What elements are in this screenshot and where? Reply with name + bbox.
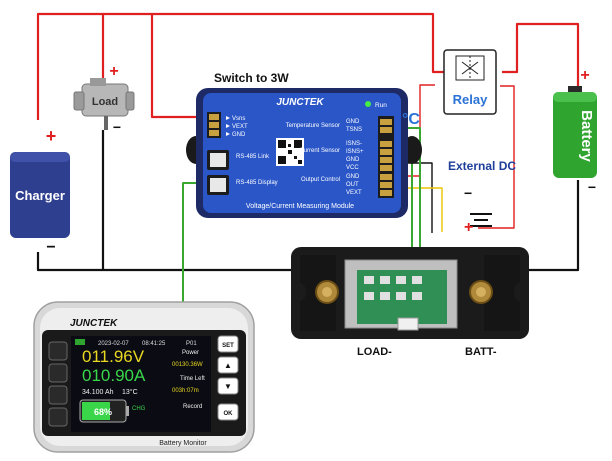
battery: Battery + − <box>553 67 597 195</box>
charger-minus: − <box>46 239 55 256</box>
pin-out: OUT <box>346 182 359 188</box>
monitor-footer: Battery Monitor <box>159 440 207 447</box>
red-wire-vsns <box>150 14 212 119</box>
ok-button-label: OK <box>224 411 234 417</box>
down-button[interactable]: ▼ <box>217 377 239 395</box>
monitor-page: P01 <box>186 341 197 347</box>
monitor-current: 010.90A <box>82 366 146 385</box>
battery-label: Battery <box>578 110 595 162</box>
up-button[interactable]: ▲ <box>217 356 239 374</box>
side-button-3[interactable] <box>48 385 68 405</box>
qr-code <box>276 138 304 166</box>
down-button-label: ▼ <box>224 382 232 391</box>
rs485-link-label: RS-485 Link <box>236 154 270 160</box>
battery-plus: + <box>580 67 589 84</box>
monitor-temp: 13°C <box>122 388 138 396</box>
relay-label: Relay <box>453 92 488 107</box>
celsius-label: °C <box>402 111 420 128</box>
set-button[interactable]: SET <box>217 335 239 353</box>
pin-vcc: VCC <box>346 165 359 171</box>
yellow-wire <box>395 187 443 232</box>
measuring-module: JUNCTEK Run Vsns VEXT GND RS-485 Link RS… <box>186 88 422 218</box>
battery-monitor: JUNCTEK 2023-02-07 08:41:25 P01 011.96V … <box>33 301 255 453</box>
module-title: Voltage/Current Measuring Module <box>246 203 354 210</box>
charger: Charger + − <box>10 126 70 256</box>
time-left-label: Time Left <box>180 376 205 382</box>
red-wire-extdc <box>478 85 515 229</box>
switch-to-label: Switch to 3W <box>214 71 289 85</box>
batt-minus-label: BATT- <box>465 346 497 358</box>
up-button-label: ▲ <box>224 361 232 370</box>
pin-vsns: Vsns <box>232 116 245 122</box>
monitor-voltage: 011.96V <box>82 347 145 366</box>
pin-vext: VEXT <box>232 124 248 130</box>
side-button-2[interactable] <box>48 363 68 383</box>
pin-isns-plus: ISNS+ <box>346 149 364 155</box>
charger-body <box>10 152 70 238</box>
pin-out-vext: VEXT <box>346 190 362 196</box>
monitor-chg: CHG <box>132 406 146 412</box>
shunt <box>291 247 529 339</box>
black-wire-charger <box>36 252 318 272</box>
load-minus-label: LOAD- <box>357 346 392 358</box>
red-wire-top <box>36 12 458 120</box>
red-wire-battery <box>502 22 580 88</box>
side-button-4[interactable] <box>48 407 68 427</box>
charger-label: Charger <box>15 188 65 203</box>
monitor-ah: 34.100 Ah <box>82 389 114 396</box>
run-label: Run <box>375 102 387 109</box>
battery-minus: − <box>588 179 596 195</box>
temp-sensor-label: Temperature Sensor <box>286 123 340 129</box>
load-plus: + <box>109 63 118 80</box>
external-dc-minus: − <box>464 185 472 201</box>
pin-out-gnd: GND <box>346 174 360 180</box>
run-led <box>365 101 371 107</box>
pin-gnd: GND <box>232 132 246 138</box>
load-label: Load <box>92 96 118 108</box>
charger-plus: + <box>46 126 57 146</box>
power-value: 00130.36W <box>172 362 203 368</box>
set-button-label: SET <box>222 343 234 349</box>
ok-button[interactable]: OK <box>217 403 239 421</box>
power-label: Power <box>182 350 199 356</box>
pin-current-gnd: GND <box>346 157 360 163</box>
pin-temp-gnd: GND <box>346 119 360 125</box>
monitor-date: 2023-02-07 <box>98 341 129 347</box>
pin-tsns: TSNS <box>346 127 362 133</box>
external-dc: External DC − + <box>448 159 516 236</box>
output-control-label: Output Control <box>301 177 340 183</box>
time-left-value: 003h:07m <box>172 388 199 394</box>
pin-isns-minus: ISNS- <box>346 141 362 147</box>
external-dc-label: External DC <box>448 159 516 173</box>
relay: Relay <box>443 49 497 115</box>
module-brand: JUNCTEK <box>276 97 324 108</box>
monitor-time: 08:41:25 <box>142 341 166 347</box>
monitor-soc: 68% <box>94 407 112 417</box>
rs485-display-label: RS-485 Display <box>236 180 278 186</box>
record-label: Record <box>183 404 202 410</box>
monitor-brand: JUNCTEK <box>70 318 118 329</box>
load: Load + − <box>73 63 135 135</box>
external-dc-plus: + <box>464 219 473 236</box>
side-button-1[interactable] <box>48 341 68 361</box>
current-sensor-label: Current Sensor <box>299 148 340 154</box>
load-minus: − <box>113 119 121 135</box>
soc-fill <box>82 402 110 420</box>
